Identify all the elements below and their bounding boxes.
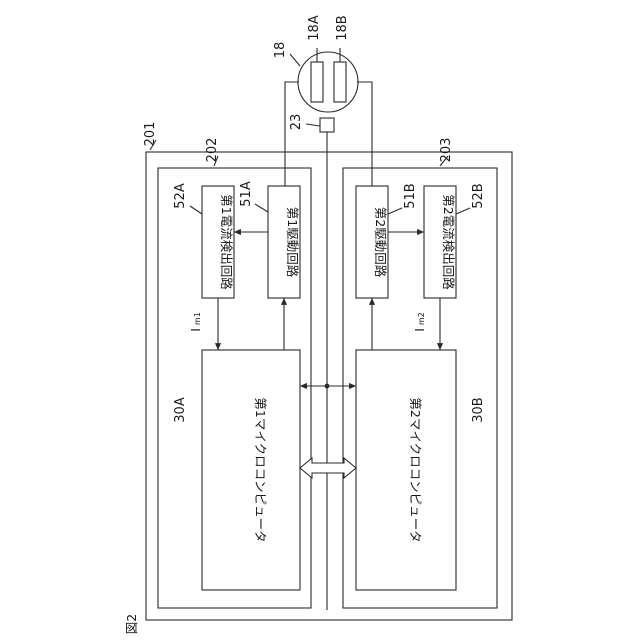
sensor-23: [320, 118, 334, 132]
block-51A-label: 第1駆動回路: [285, 207, 300, 278]
ref-202: 202: [205, 138, 220, 163]
leader-52B: [456, 208, 470, 214]
signal-im1: Im1: [188, 312, 203, 332]
block-30B-label: 第2マイクロコンピュータ: [408, 397, 423, 542]
signal-im2: Im2: [412, 312, 427, 332]
figure-title: 図2: [124, 614, 139, 634]
leader-51B: [388, 208, 402, 214]
ref-18A: 18A: [307, 15, 322, 41]
wire-motor-right: [357, 82, 372, 186]
ref-201: 201: [143, 122, 158, 147]
block-30A: [202, 350, 300, 590]
motor-18-circle: [298, 52, 358, 112]
block-52B-label: 第2電流検出回路: [441, 194, 456, 290]
winding-18B: [334, 62, 346, 102]
leader-52A: [190, 206, 202, 214]
ref-18B: 18B: [335, 15, 350, 40]
junction-dot: [325, 384, 330, 389]
leader-51A: [255, 204, 268, 212]
block-30B: [356, 350, 456, 590]
wire-motor-left: [285, 82, 299, 186]
comm-double-arrow: [300, 458, 356, 478]
ref-23: 23: [289, 114, 304, 131]
winding-18A: [311, 62, 323, 102]
leader-23: [306, 124, 320, 126]
ref-51B: 51B: [403, 183, 418, 208]
ref-51A: 51A: [239, 181, 254, 207]
ref-30B: 30B: [471, 397, 486, 422]
ref-30A: 30A: [173, 397, 188, 423]
leader-18: [290, 54, 300, 66]
ref-52B: 52B: [471, 183, 486, 208]
ref-52A: 52A: [173, 183, 188, 209]
block-52A-label: 第1電流検出回路: [219, 194, 234, 290]
ref-18: 18: [273, 42, 288, 59]
block-30A-label: 第1マイクロコンピュータ: [253, 397, 268, 542]
block-51B-label: 第2駆動回路: [373, 207, 388, 278]
